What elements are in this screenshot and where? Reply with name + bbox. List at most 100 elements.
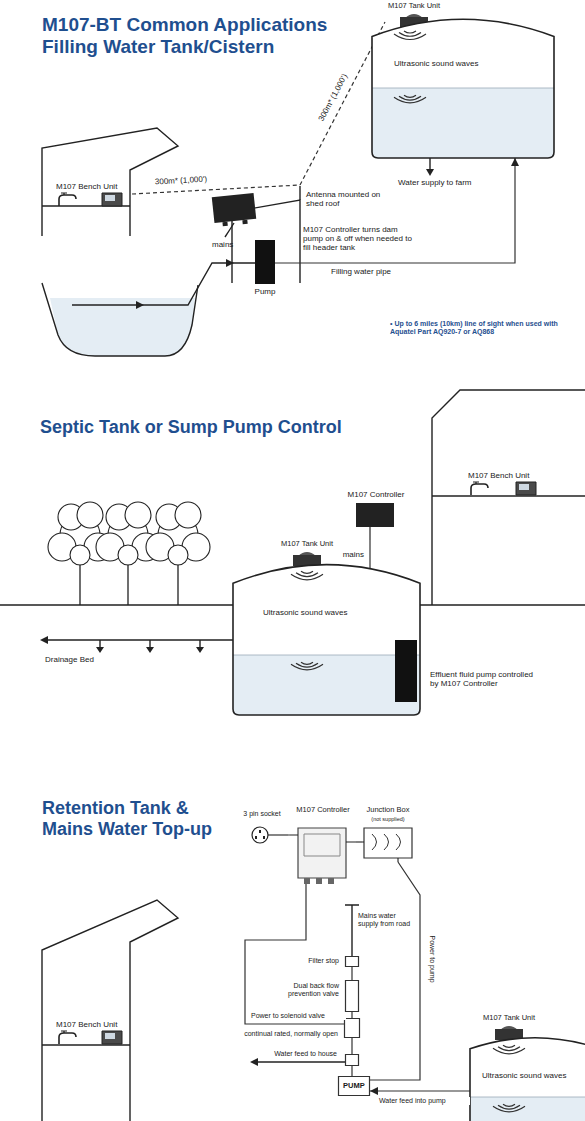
mains-pipe [345,905,359,956]
bench-unit: M107 Bench Unit [468,471,546,495]
septic-tank-shape [233,565,420,715]
bench-shelf [432,495,585,496]
power-socket-part [268,834,288,835]
bench-unit: M107 Bench Unit [56,182,132,206]
backflow-valve-shape [346,981,359,1012]
header-tank-outline [372,15,554,158]
socket-face [252,827,268,843]
node-label: continual rated, normally open [220,1030,338,1038]
connector [370,862,420,1080]
bench-shelf [42,1044,130,1045]
dam-pump-shape [255,240,275,284]
bench-unit-part [59,1033,76,1044]
bench-unit-shape [59,1031,122,1044]
header-tank-part [372,88,554,158]
junction-box-part [372,834,401,850]
tree-crown [175,502,201,528]
area-label: Drainage Bed [45,655,125,664]
retention-tank-part [470,1038,585,1121]
connector [356,841,362,842]
node-label: Water feed to house [249,1050,337,1058]
edge-label: Power to pump [428,918,436,1000]
power-socket-part [255,830,265,839]
node-label: M107 Controller turns dam pump on & off … [303,225,415,253]
node-label: Effluent fluid pump controlled by M107 C… [430,670,542,688]
node-label: Ultrasonic sound waves [263,608,363,617]
power-socket: 3 pin socket [236,810,288,846]
junction-box: Junction Box(not supplied) [362,806,414,862]
node-label: M107 Bench Unit [56,182,132,191]
septic-tank: Ultrasonic sound waves [233,560,420,715]
filter-stop-part [346,957,359,967]
node-label: PUMP [343,1082,365,1091]
controller-unit-outline [290,806,356,888]
retention-tank-part [470,1097,585,1121]
connector [351,1066,352,1076]
tree-crown [118,545,138,565]
filter-stop-outline [345,956,359,967]
flow-arrow [136,259,234,309]
controller-unit-part [225,223,234,237]
node-label: M107 Bench Unit [56,1020,132,1029]
bench-unit-part [59,195,76,206]
section-heading: Septic Tank or Sump Pump Control [40,417,425,438]
bench-unit-part [61,1031,67,1033]
wire-label: mains [212,240,242,249]
junction-box-part [364,828,412,858]
tree-crown [70,545,90,565]
connector [351,967,352,980]
intake-pipe [72,263,255,305]
node-label: Dual back flow prevention valve [263,982,339,998]
junction-box-shape [362,828,412,862]
diagram-title: M107-BT Common Applications Filling Wate… [42,14,342,58]
wire-label: mains [334,550,364,559]
tree [146,502,210,605]
controller-unit-part [304,878,334,884]
bench-unit-part [516,482,536,495]
tee-fitting-part [346,1055,359,1066]
septic-tank-part [291,571,323,670]
septic-tank-part [233,565,420,715]
effluent-pump-part [395,640,417,702]
header-tank-part [372,19,554,158]
tee-fitting: Water feed to house [345,1054,359,1066]
header-tank-part [372,88,554,89]
supply-arrowhead [426,169,434,176]
house-outline [432,390,585,605]
filter-stop-shape [346,957,359,967]
connector [288,834,290,835]
node-label: Filter stop [291,957,339,965]
edge-label: Water feed into pump [378,1097,470,1105]
node-label: M107 Tank Unit [478,1014,540,1023]
junction-box-part [362,842,398,862]
backflow-valve-outline [345,980,359,1012]
controller-unit: M107 Controller [338,490,414,540]
bench-unit-part [105,1033,115,1039]
connector [370,1090,470,1091]
tree-crown [168,545,188,565]
line-art [0,128,585,1121]
dam-ground [42,283,198,356]
bench-unit-part [105,195,115,201]
node-label: Junction Box [362,806,414,815]
junction-box-outline [362,806,414,862]
note-label: Antenna mounted on shed roof [306,190,384,208]
edge-label: Power to solenoid valve [250,1012,346,1020]
connector [351,1012,352,1018]
house-outline [42,900,178,1121]
controller-unit-shape [290,828,356,888]
pump-box: PUMP [338,1076,370,1096]
tree-crown [125,502,151,528]
flow-label: Mains water supply from road [358,912,414,928]
tree-crown [77,502,103,528]
edge-label: Filling water pipe [330,267,417,276]
solenoid-valve-outline [344,1018,360,1038]
effluent-pump-shape [395,640,417,702]
connector [351,1038,352,1054]
retention-tank-part [470,1038,585,1121]
septic-tank-outline [233,560,420,715]
bench-unit-part [61,193,67,195]
controller-unit-shape [356,503,394,540]
